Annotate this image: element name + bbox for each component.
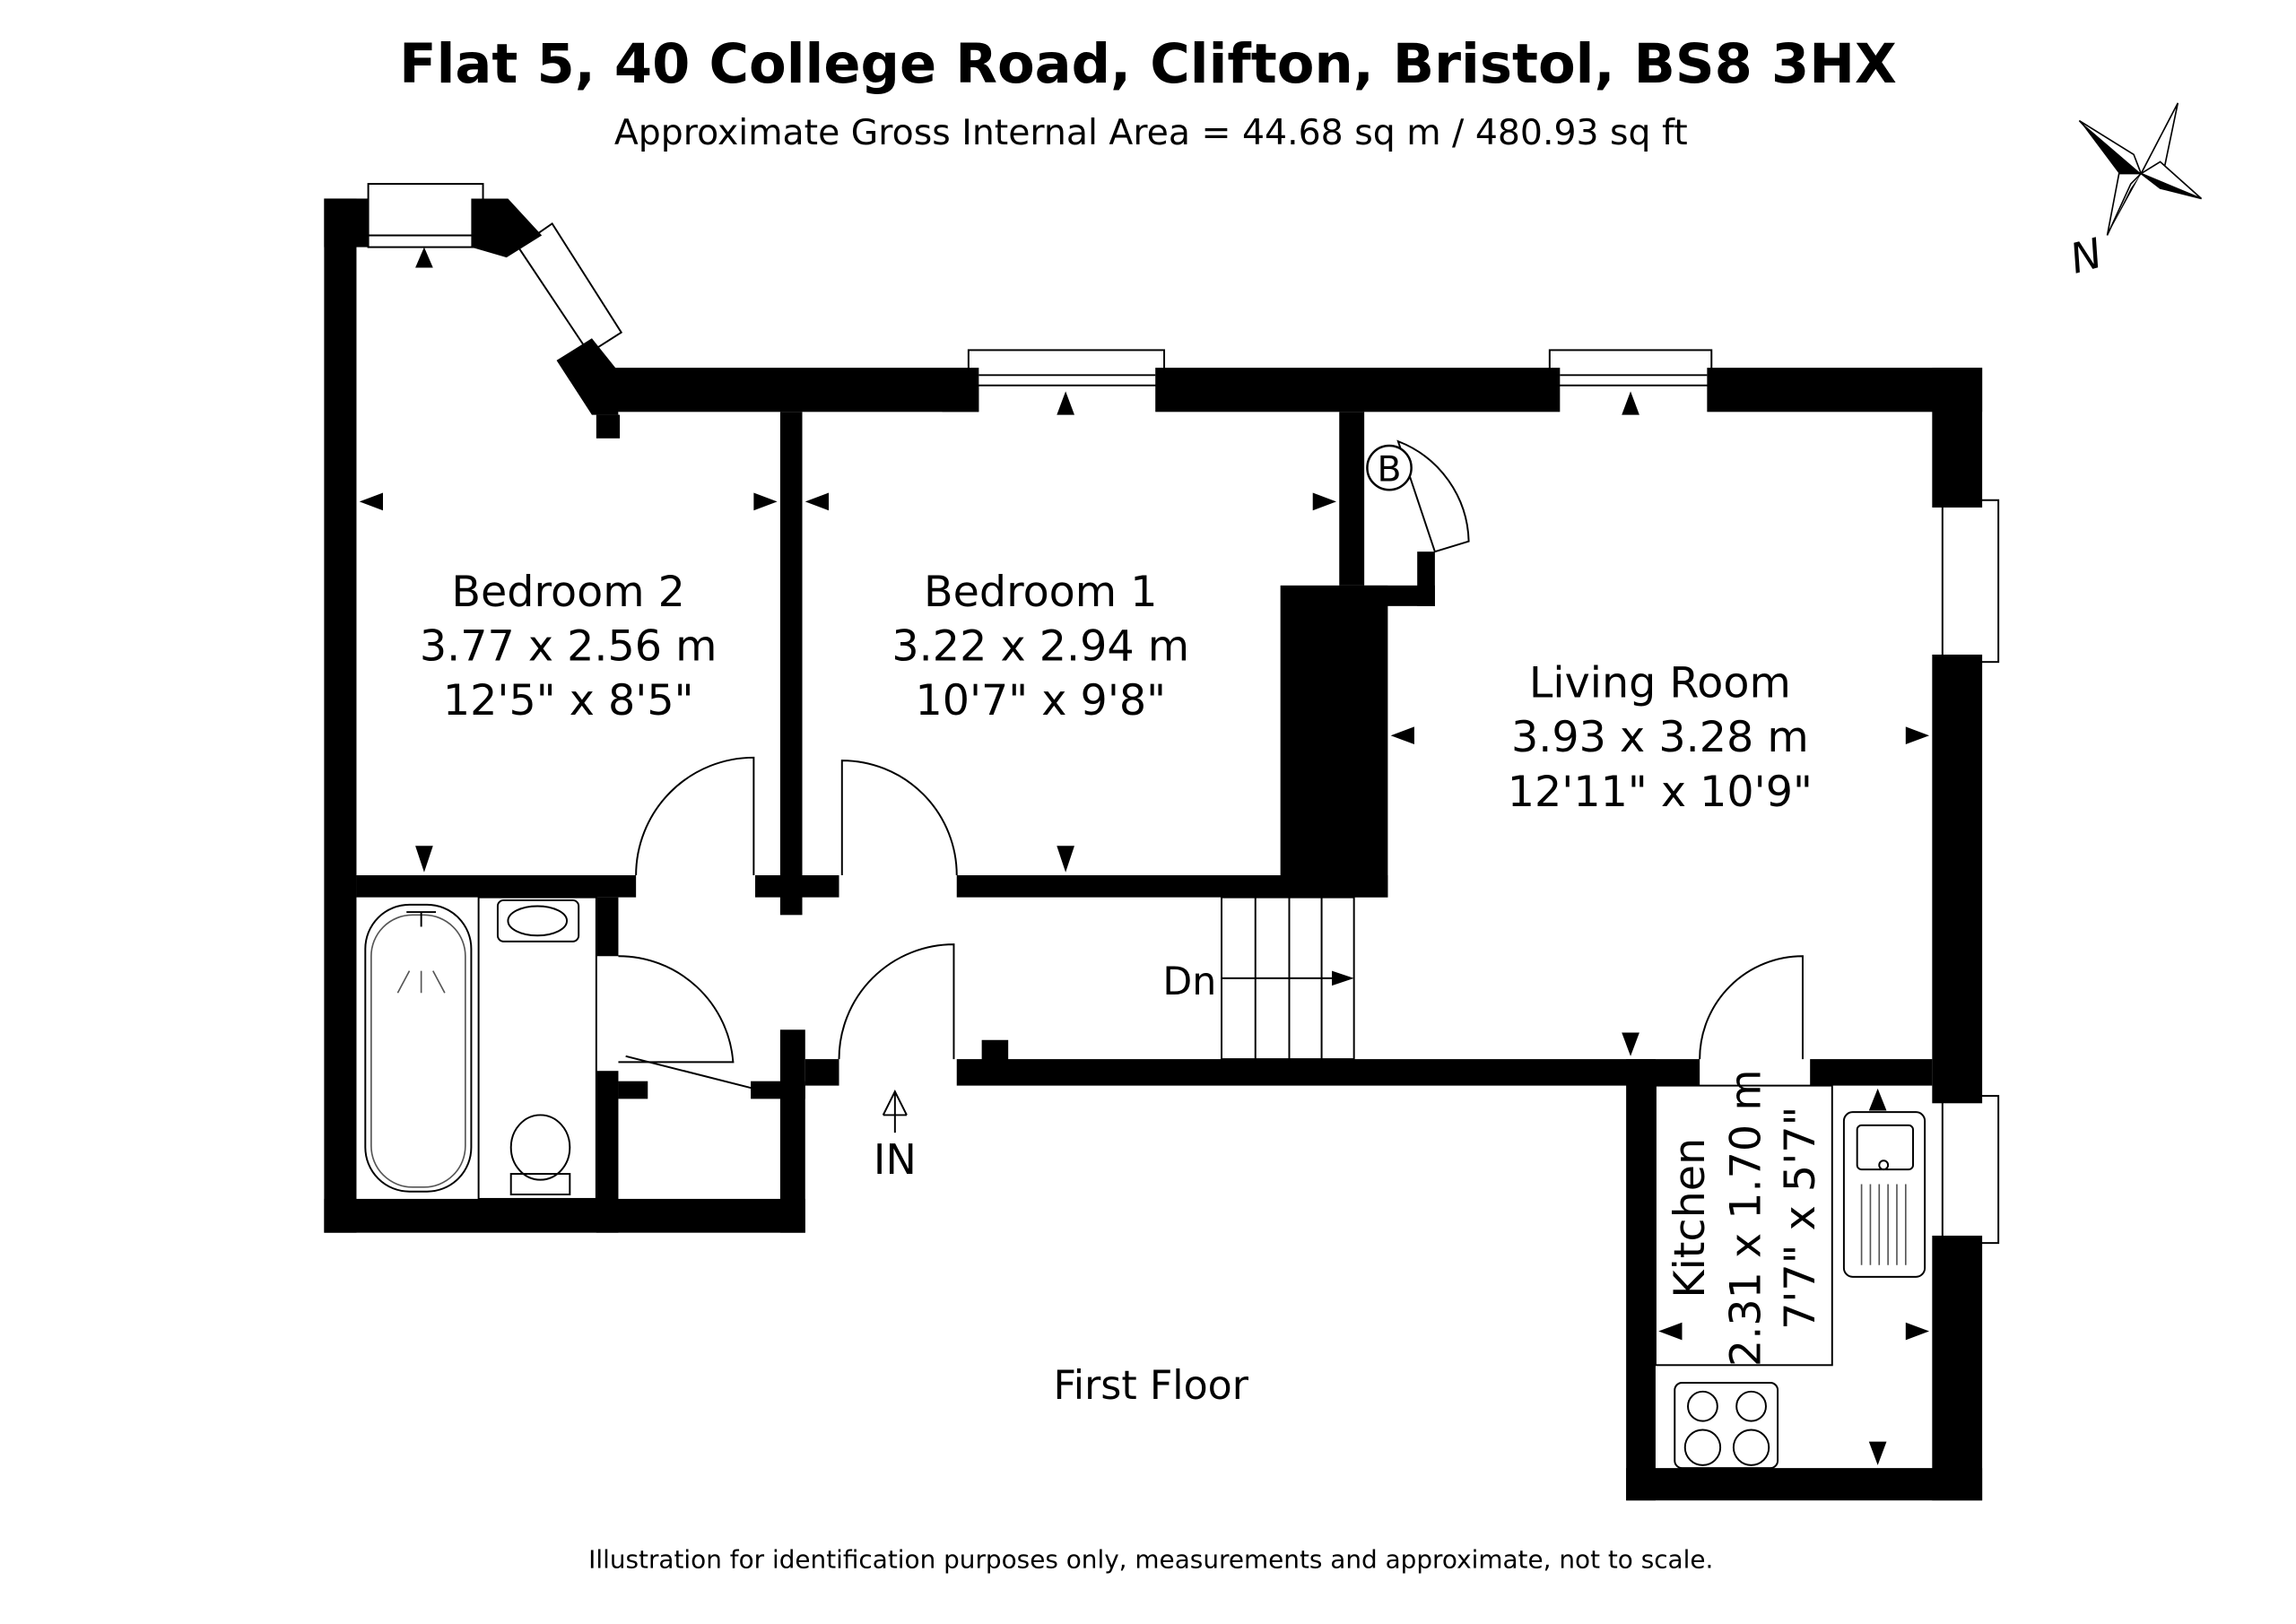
toilet-icon	[509, 1114, 571, 1181]
fixtures: B	[364, 444, 1926, 1470]
room-imperial: 7'7" x 5'7"	[1776, 1107, 1825, 1330]
sink-icon	[1842, 1111, 1926, 1278]
windows	[367, 183, 2000, 1245]
entrance-label: IN	[874, 1135, 917, 1184]
room-metric: 3.22 x 2.94 m	[891, 622, 1189, 672]
page-title: Flat 5, 40 College Road, Clifton, Bristo…	[399, 33, 1897, 96]
stairs: Dn	[1162, 896, 1355, 1061]
boiler-label: B	[1378, 448, 1402, 490]
hob-icon	[1674, 1381, 1779, 1470]
room-name: Bedroom 2	[451, 568, 685, 617]
room-imperial: 12'11" x 10'9"	[1508, 768, 1813, 817]
compass-icon: N	[2065, 102, 2203, 283]
room-bedroom-2: Bedroom 2 3.77 x 2.56 m 12'5" x 8'5"	[420, 568, 718, 725]
room-imperial: 12'5" x 8'5"	[443, 676, 694, 725]
basin-icon	[496, 899, 580, 942]
room-name: Living Room	[1529, 659, 1791, 708]
room-metric: 3.77 x 2.56 m	[420, 622, 718, 672]
room-metric: 3.93 x 3.28 m	[1511, 713, 1809, 762]
room-kitchen: Kitchen 2.31 x 1.70 m 7'7" x 5'7"	[1665, 1069, 1825, 1367]
dimension-arrows	[359, 247, 1930, 1465]
walls	[324, 198, 1983, 1501]
doors	[618, 439, 1804, 1090]
compass-north-label: N	[2065, 229, 2107, 283]
floor-label: First Floor	[1054, 1363, 1249, 1409]
entrance-marker: IN	[874, 1089, 917, 1184]
room-name: Bedroom 1	[924, 568, 1158, 617]
bathtub-icon	[364, 903, 473, 1193]
room-bedroom-1: Bedroom 1 3.22 x 2.94 m 10'7" x 9'8"	[891, 568, 1189, 725]
room-imperial: 10'7" x 9'8"	[915, 676, 1166, 725]
area-subtitle: Approximate Gross Internal Area = 44.68 …	[614, 112, 1688, 153]
room-metric: 2.31 x 1.70 m	[1721, 1069, 1770, 1367]
room-living-room: Living Room 3.93 x 3.28 m 12'11" x 10'9"	[1508, 659, 1813, 817]
stairs-down-label: Dn	[1162, 960, 1216, 1004]
disclaimer: Illustration for identification purposes…	[588, 1545, 1713, 1575]
room-name: Kitchen	[1665, 1138, 1715, 1298]
